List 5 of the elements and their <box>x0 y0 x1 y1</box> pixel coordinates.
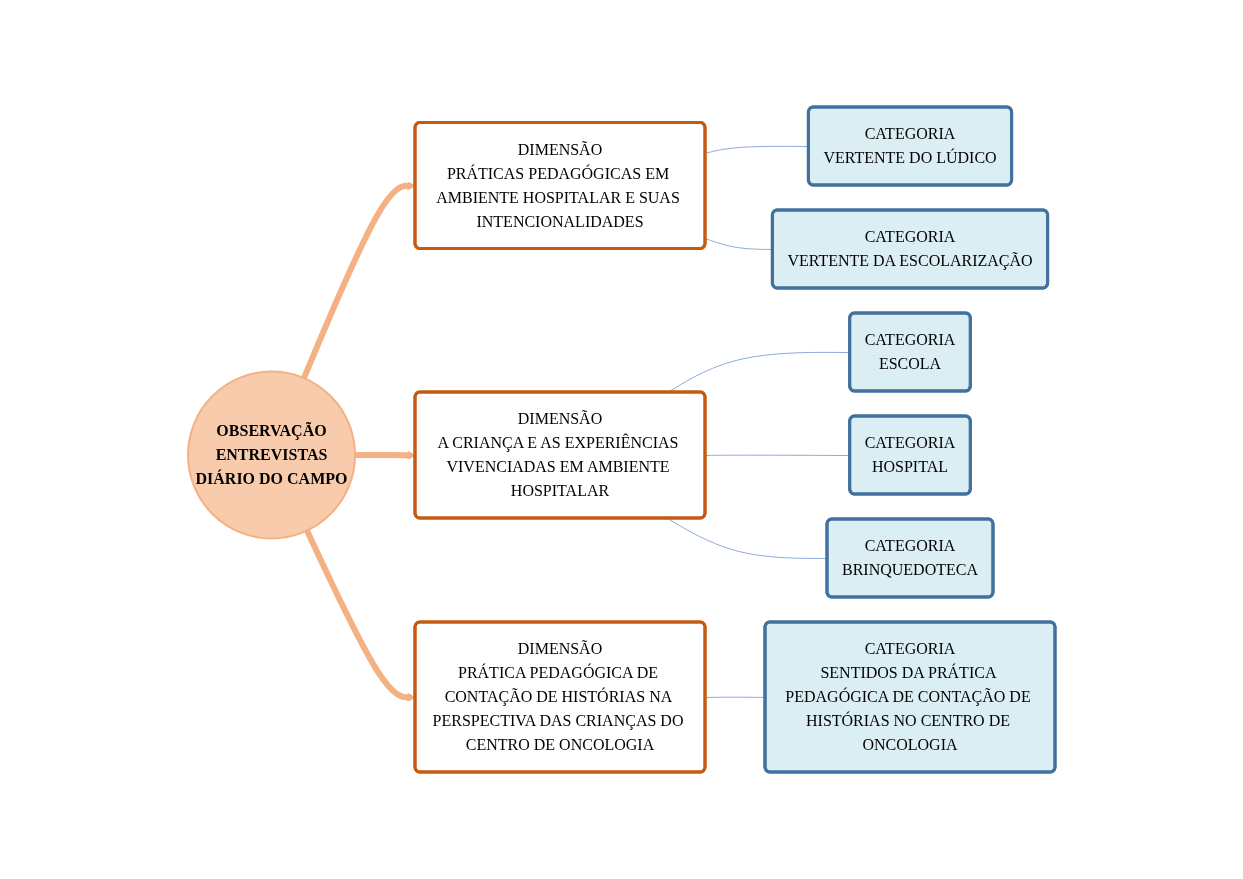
node-circle: OBSERVAÇÃO ENTREVISTAS DIÁRIO DO CAMPO <box>187 370 356 540</box>
arrow <box>304 529 416 702</box>
connector <box>705 696 766 698</box>
arrow <box>301 181 416 380</box>
arrow <box>355 450 416 460</box>
